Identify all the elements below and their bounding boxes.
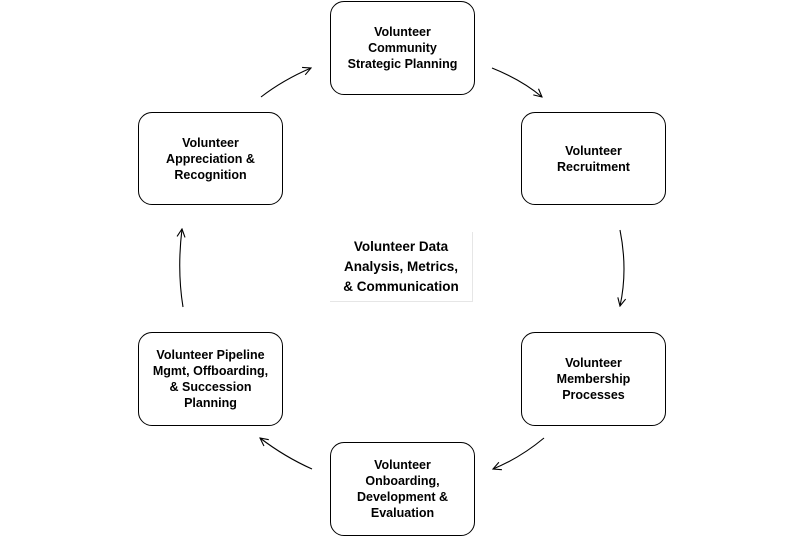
node-label: Volunteer Pipeline Mgmt, Offboarding, & … [152, 348, 269, 410]
center-hub-label: Volunteer Data Analysis, Metrics, & Comm… [343, 238, 459, 294]
arrow-pipeline-to-appreciation [180, 229, 183, 308]
node-membership-processes: Volunteer Membership Processes [521, 332, 666, 426]
arrow-recruitment-to-membership [620, 229, 624, 306]
node-label: Volunteer Membership Processes [556, 356, 631, 402]
arrow-membership-to-onboarding [493, 437, 545, 469]
node-appreciation-recognition: Volunteer Appreciation & Recognition [138, 112, 283, 205]
arrow-onboarding-to-pipeline [260, 438, 313, 470]
center-hub: Volunteer Data Analysis, Metrics, & Comm… [330, 232, 473, 302]
node-onboarding-development: Volunteer Onboarding, Development & Eval… [330, 442, 475, 536]
node-label: Volunteer Appreciation & Recognition [166, 135, 255, 182]
node-recruitment: Volunteer Recruitment [521, 112, 666, 205]
arrow-appreciation-to-strategic [260, 68, 311, 98]
node-label: Volunteer Recruitment [557, 143, 630, 174]
arrow-strategic-to-recruitment [491, 67, 542, 97]
node-label: Volunteer Onboarding, Development & Eval… [357, 458, 448, 520]
node-strategic-planning: Volunteer Community Strategic Planning [330, 1, 475, 95]
node-pipeline-offboarding: Volunteer Pipeline Mgmt, Offboarding, & … [138, 332, 283, 426]
node-label: Volunteer Community Strategic Planning [347, 25, 458, 71]
